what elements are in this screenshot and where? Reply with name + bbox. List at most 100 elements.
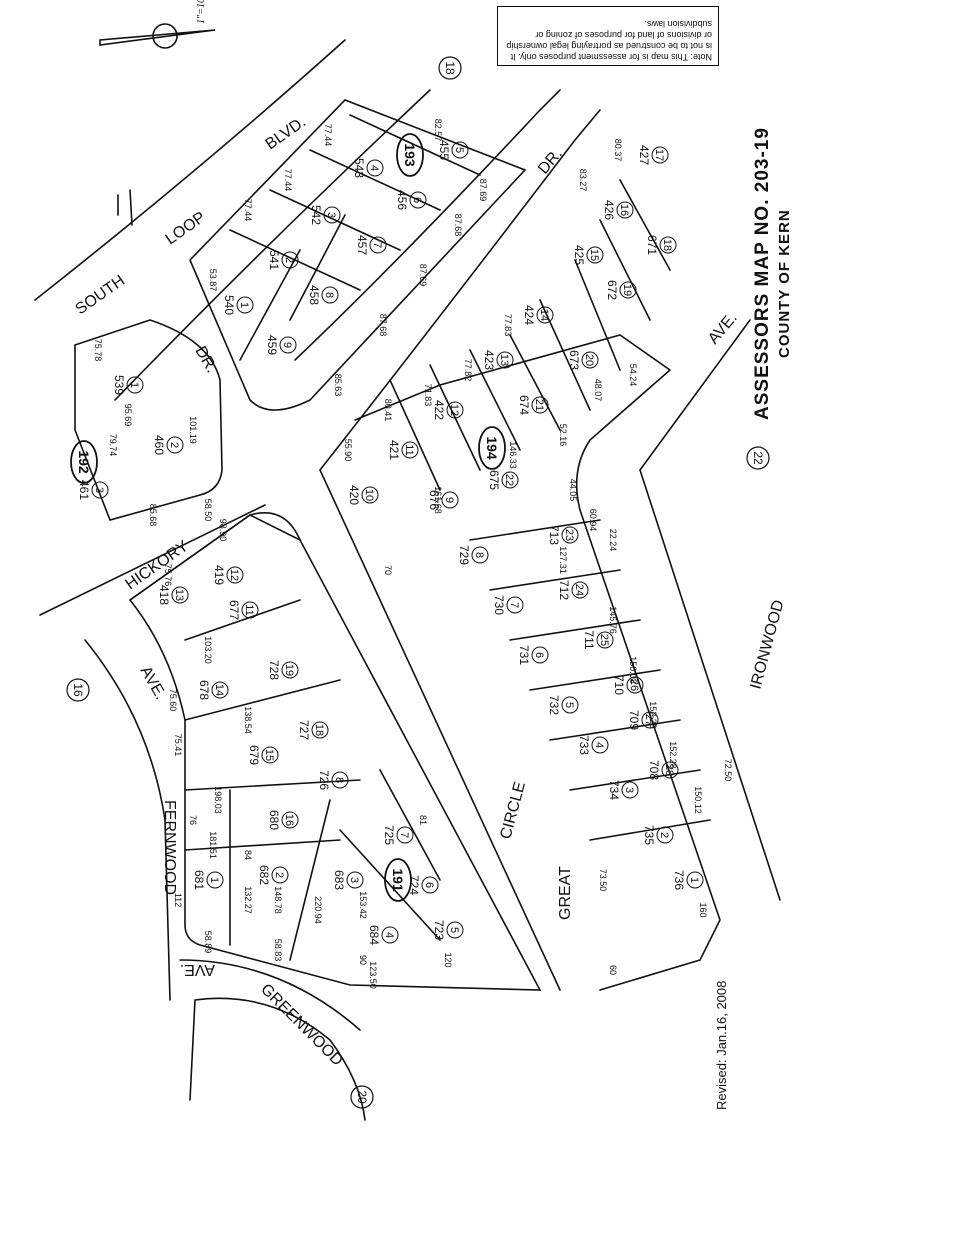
lot-number-circle bbox=[206, 871, 224, 889]
parcel-number: 542 bbox=[309, 205, 323, 225]
adjacent-page-20-circle bbox=[350, 1085, 374, 1109]
dimension-label: 85.68 bbox=[148, 504, 158, 527]
block-194-label: 194 bbox=[484, 436, 500, 460]
parcel-number: 712 bbox=[557, 580, 571, 600]
dimension-label: 87.68 bbox=[378, 314, 388, 337]
dimension-label: 75.60 bbox=[168, 689, 178, 712]
lot-number: 16 bbox=[618, 204, 630, 216]
dimension-labels: 75.7895.6979.74101.1958.5085.6853.8777.4… bbox=[93, 119, 733, 989]
lot-number-circle bbox=[686, 871, 704, 889]
lot-number: 3 bbox=[325, 212, 337, 218]
dimension-label: 58.83 bbox=[273, 939, 283, 962]
dimension-label: 150.12 bbox=[693, 786, 703, 814]
dimension-label: 148.78 bbox=[273, 886, 283, 914]
dimension-label: 60 bbox=[608, 965, 618, 975]
lot-number-circle bbox=[261, 746, 279, 764]
dimension-label: 87.69 bbox=[418, 264, 428, 287]
parcel-number: 725 bbox=[382, 825, 396, 845]
lot-number: 19 bbox=[283, 664, 295, 676]
south-loop-blvd-north-edge bbox=[34, 39, 346, 301]
ironwood-east bbox=[639, 469, 781, 901]
lot-labels: 1539246034611540254135424543545564567457… bbox=[77, 140, 704, 945]
lot-number-circle bbox=[561, 696, 579, 714]
dimension-label: 77.44 bbox=[283, 169, 293, 192]
parcel-number: 540 bbox=[222, 295, 236, 315]
block-193-oval bbox=[396, 133, 424, 177]
lot-number-circle bbox=[446, 401, 464, 419]
lot-number: 28 bbox=[663, 764, 675, 776]
lot-number: 4 bbox=[593, 742, 605, 748]
parcel-number: 726 bbox=[317, 770, 331, 790]
street-dr-top: DR. bbox=[535, 146, 566, 178]
scale-label: 1"=100' bbox=[196, 0, 207, 24]
adjacent-page-22-circle bbox=[746, 446, 770, 470]
lot-number: 6 bbox=[411, 197, 423, 203]
lot-number: 15 bbox=[588, 249, 600, 261]
greenwood-edge bbox=[189, 997, 366, 1121]
dimension-label: 98.90 bbox=[218, 519, 228, 542]
lot-number-circle bbox=[91, 481, 109, 499]
lot-number-circle bbox=[619, 281, 637, 299]
street-south: SOUTH bbox=[73, 272, 129, 318]
lot-number: 2 bbox=[283, 257, 295, 263]
lot-number: 9 bbox=[443, 497, 455, 503]
lot-number: 1 bbox=[238, 302, 250, 308]
lot-number: 17 bbox=[653, 149, 665, 161]
parcel-number: 674 bbox=[517, 395, 531, 415]
street-loop: LOOP bbox=[163, 209, 209, 248]
lot-number-circle bbox=[126, 376, 144, 394]
parcel-number: 713 bbox=[547, 525, 561, 545]
parcel-number: 427 bbox=[637, 145, 651, 165]
parcel-number: 461 bbox=[77, 480, 91, 500]
lot-number-circle bbox=[596, 631, 614, 649]
dimension-label: 48.07 bbox=[593, 379, 603, 402]
lot-number-circle bbox=[661, 761, 679, 779]
lot-number: 9 bbox=[281, 342, 293, 348]
dimension-label: 77.83 bbox=[503, 314, 513, 337]
great-circle-south bbox=[599, 959, 701, 991]
lot-number: 21 bbox=[533, 399, 545, 411]
parcel-number: 676 bbox=[427, 490, 441, 510]
parcel-number: 541 bbox=[267, 250, 281, 270]
parcel-number: 723 bbox=[432, 920, 446, 940]
lot-number-circle bbox=[381, 926, 399, 944]
block-193-lot-lines bbox=[229, 114, 481, 361]
dimension-label: 55.90 bbox=[343, 439, 353, 462]
lot-number-circle bbox=[226, 566, 244, 584]
dimension-label: 85.63 bbox=[333, 374, 343, 397]
lot-number-circle bbox=[171, 586, 189, 604]
lot-number-circle bbox=[311, 721, 329, 739]
parcel-number: 424 bbox=[522, 305, 536, 325]
parcel-number: 736 bbox=[672, 870, 686, 890]
lot-number-circle bbox=[409, 191, 427, 209]
parcel-number: 543 bbox=[352, 158, 366, 178]
dimension-label: 73.50 bbox=[598, 869, 608, 892]
lot-number: 11 bbox=[243, 604, 255, 615]
parcel-number: 458 bbox=[307, 285, 321, 305]
lot-number-circle bbox=[561, 526, 579, 544]
parcel-number: 731 bbox=[517, 645, 531, 665]
lot-number: 26 bbox=[628, 679, 640, 691]
revised-date: Revised: Jan.16, 2008 bbox=[714, 980, 729, 1110]
parcel-number: 711 bbox=[582, 630, 596, 649]
lot-number-circle bbox=[166, 436, 184, 454]
block-194-oval bbox=[478, 426, 506, 470]
dimension-label: 75.76 bbox=[163, 564, 173, 587]
street-circle: CIRCLE bbox=[497, 780, 529, 841]
lot-number: 13 bbox=[173, 589, 185, 601]
dimension-label: 120 bbox=[443, 952, 453, 967]
lot-number-circle bbox=[659, 236, 677, 254]
street-ave-left: AVE. bbox=[137, 664, 169, 703]
block-192-oval bbox=[70, 440, 98, 484]
hickory-north-edge bbox=[39, 504, 266, 616]
dimension-label: 22.24 bbox=[608, 529, 618, 552]
lot-number: 3 bbox=[348, 877, 360, 883]
lot-number-circle bbox=[236, 296, 254, 314]
dimension-label: 77.44 bbox=[323, 124, 333, 147]
parcel-number: 729 bbox=[457, 545, 471, 565]
dimension-label: 145.76 bbox=[608, 606, 618, 634]
dimension-label: 150.08 bbox=[628, 656, 638, 684]
lot-number: 19 bbox=[621, 284, 633, 296]
lot-number-circle bbox=[211, 681, 229, 699]
